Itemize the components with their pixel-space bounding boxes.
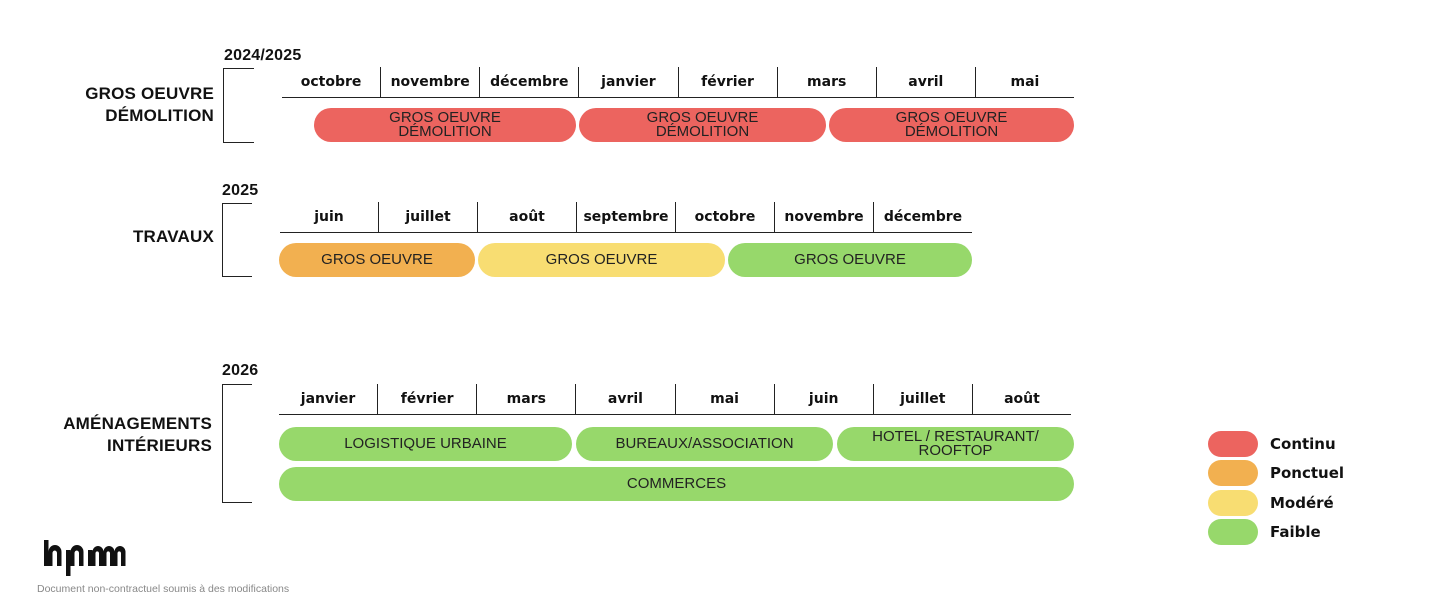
- legend-swatch: [1208, 431, 1258, 457]
- disclaimer-text: Document non-contractuel soumis à des mo…: [37, 583, 290, 595]
- month-cell: mars: [476, 384, 575, 414]
- month-cell: décembre: [479, 67, 578, 97]
- month-cell: décembre: [873, 202, 972, 232]
- activity-bar: GROS OEUVRE DÉMOLITION: [314, 108, 576, 142]
- month-cell: juillet: [872, 384, 972, 414]
- activity-bar: GROS OEUVRE: [279, 243, 475, 277]
- activity-bar: GROS OEUVRE DÉMOLITION: [579, 108, 826, 142]
- phase-label-wrap: GROS OEUVRE DÉMOLITION: [0, 83, 214, 133]
- month-cell: novembre: [380, 67, 479, 97]
- activity-bar: GROS OEUVRE DÉMOLITION: [829, 108, 1074, 142]
- legend-swatch: [1208, 490, 1258, 516]
- legend-label: Ponctuel: [1270, 464, 1345, 482]
- month-cell: septembre: [576, 202, 675, 232]
- phase-section-gros-oeuvre-demolition: GROS OEUVRE DÉMOLITION 2024/2025 octobre…: [0, 0, 1100, 160]
- month-cell: novembre: [774, 202, 873, 232]
- month-cell: janvier: [300, 391, 356, 407]
- bracket: [222, 203, 252, 277]
- phase-section-travaux: TRAVAUX 2025 juin juillet août septembre…: [0, 0, 1100, 300]
- bpm-logo: bpm: [44, 540, 126, 576]
- month-cell: octobre: [300, 74, 362, 90]
- month-header: juin juillet août septembre octobre nove…: [280, 202, 972, 233]
- legend-swatch: [1208, 519, 1258, 545]
- month-cell: juillet: [378, 202, 477, 232]
- legend-label: Faible: [1270, 523, 1321, 541]
- phase-label: TRAVAUX: [132, 227, 214, 246]
- legend-label: Modéré: [1270, 494, 1334, 512]
- month-cell: février: [677, 67, 777, 97]
- activity-bar: GROS OEUVRE: [728, 243, 972, 277]
- legend-item: Modéré: [1208, 490, 1334, 516]
- month-header: janvier février mars avril mai juin juil…: [279, 384, 1071, 415]
- year-label: 2026: [222, 362, 259, 379]
- month-cell: juin: [314, 209, 344, 225]
- month-cell: février: [377, 384, 476, 414]
- month-cell: mai: [974, 67, 1074, 97]
- activity-bar: COMMERCES: [279, 467, 1074, 501]
- month-header: octobre novembre décembre janvier févrie…: [282, 67, 1074, 98]
- legend-swatch: [1208, 460, 1258, 486]
- legend-item: Faible: [1208, 519, 1321, 545]
- year-label: 2025: [222, 182, 259, 199]
- month-cell: avril: [575, 384, 674, 414]
- legend-item: Continu: [1208, 431, 1336, 457]
- legend-item: Ponctuel: [1208, 460, 1344, 486]
- bracket: [223, 68, 254, 143]
- activity-bar: GROS OEUVRE: [478, 243, 725, 277]
- phase-label: AMÉNAGEMENTS INTÉRIEURS: [63, 414, 212, 455]
- activity-bar: BUREAUX/ASSOCIATION: [576, 427, 833, 461]
- legend-label: Continu: [1270, 435, 1336, 453]
- month-cell: août: [477, 202, 576, 232]
- month-cell: août: [971, 384, 1071, 414]
- year-label: 2024/2025: [224, 47, 302, 64]
- phase-section-amenagements-interieurs: AMÉNAGEMENTS INTÉRIEURS 2026 janvier fév…: [0, 362, 1074, 503]
- month-cell: janvier: [578, 67, 677, 97]
- phase-label: GROS OEUVRE DÉMOLITION: [85, 84, 214, 125]
- activity-bar: HOTEL / RESTAURANT/ ROOFTOP: [837, 427, 1074, 461]
- month-cell: juin: [773, 384, 873, 414]
- month-cell: avril: [875, 67, 975, 97]
- month-cell: octobre: [675, 202, 774, 232]
- phase-label-wrap: AMÉNAGEMENTS INTÉRIEURS: [0, 413, 212, 463]
- month-cell: mai: [674, 384, 774, 414]
- activity-bar: LOGISTIQUE URBAINE: [279, 427, 572, 461]
- bracket: [222, 384, 252, 503]
- phase-label-wrap: TRAVAUX: [0, 226, 214, 248]
- month-cell: mars: [776, 67, 876, 97]
